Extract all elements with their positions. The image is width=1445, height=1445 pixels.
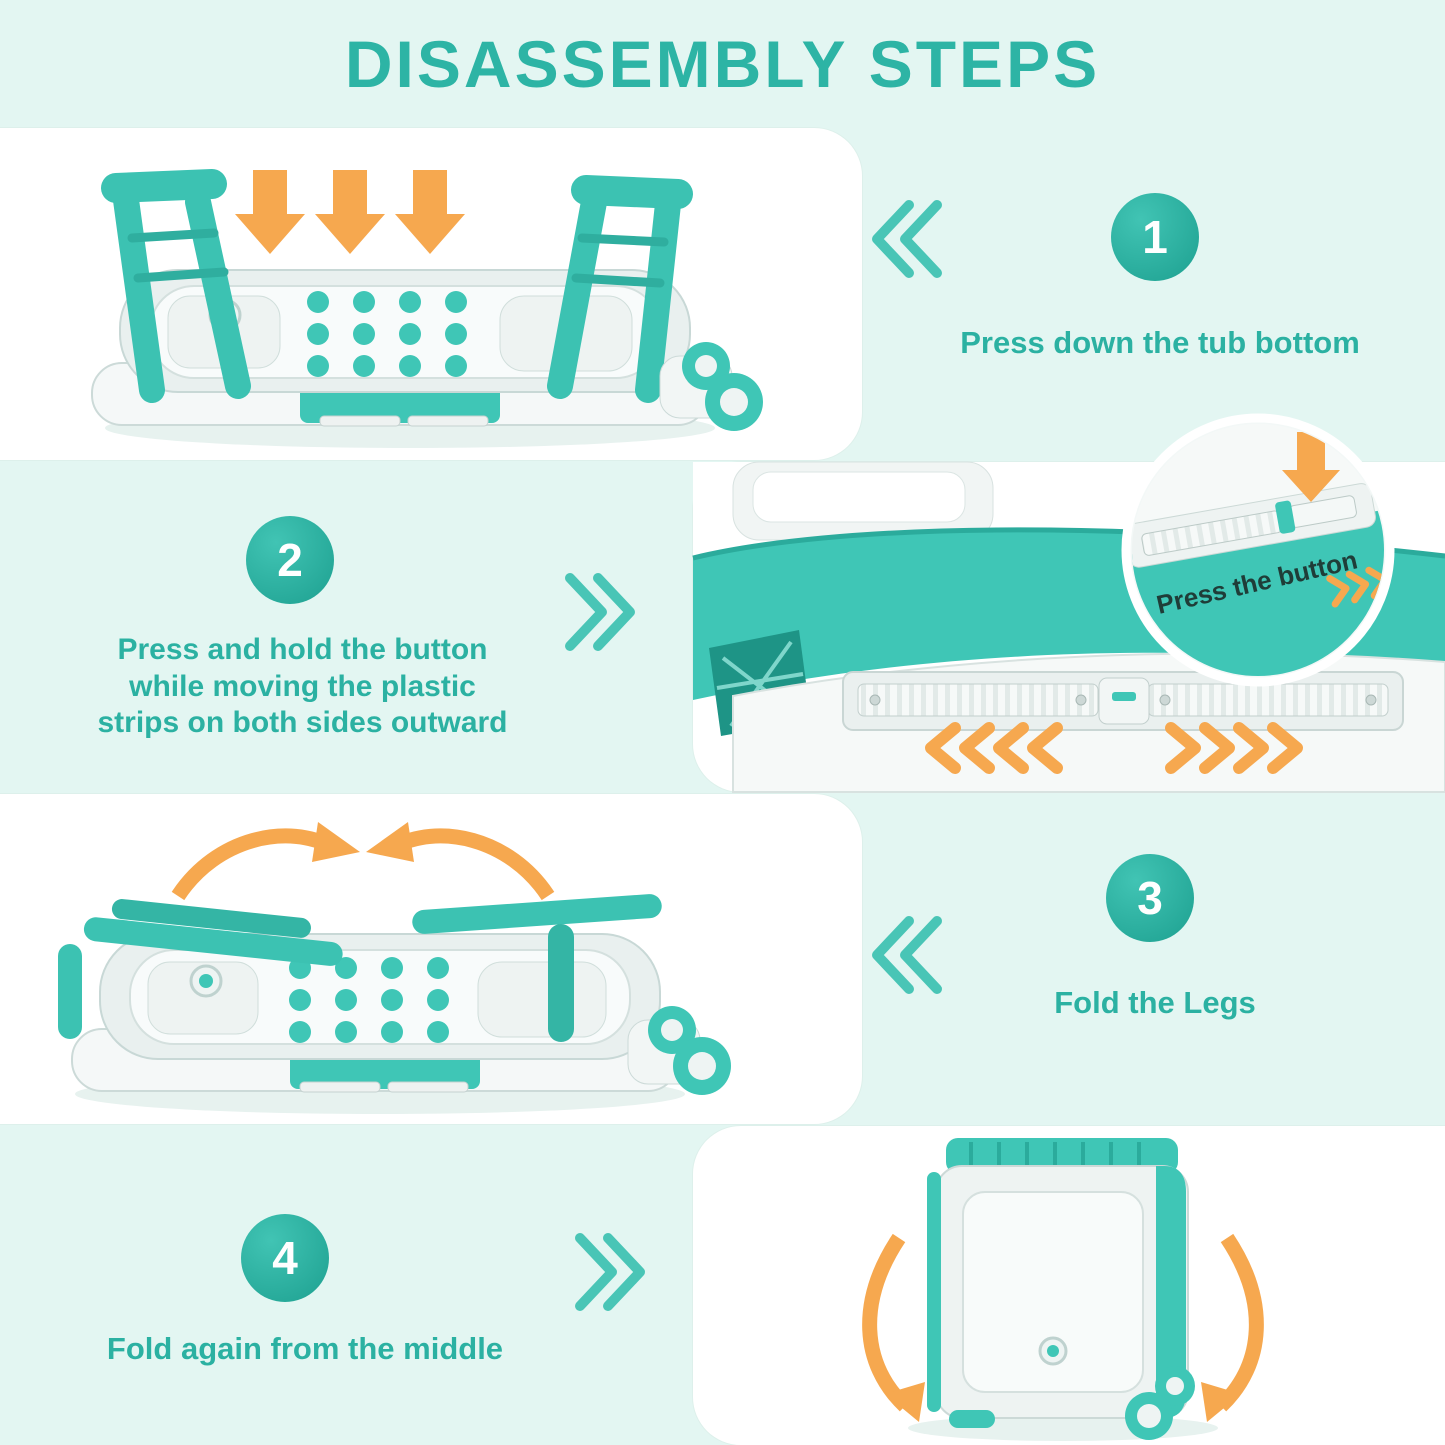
drain-plug xyxy=(189,964,223,998)
step3-illustration-panel xyxy=(0,794,862,1124)
step-1-text: Press down the tub bottom xyxy=(960,325,1360,360)
slide-right-chevrons-icon xyxy=(1165,722,1303,774)
step-2-number: 2 xyxy=(277,534,303,586)
page-title: DISASSEMBLY STEPS xyxy=(344,27,1101,101)
press-down-arrows-icon xyxy=(235,170,465,254)
left-handle xyxy=(101,169,251,403)
step-4-number: 4 xyxy=(272,1232,298,1284)
bear-face-cap xyxy=(682,342,763,431)
drain-plug xyxy=(1038,1336,1068,1366)
chevrons-right-icon xyxy=(552,562,652,662)
step-1-number: 1 xyxy=(1142,211,1168,263)
tub-fully-folded-illustration xyxy=(862,1138,1264,1441)
step-3-number: 3 xyxy=(1137,872,1163,924)
slide-left-chevrons-icon xyxy=(925,722,1063,774)
chevrons-left-icon xyxy=(855,189,955,289)
fold-down-arrows-icon xyxy=(862,1233,1264,1422)
tub-press-down-illustration xyxy=(91,169,763,448)
step-3-text: Fold the Legs xyxy=(1054,985,1256,1020)
step-2-badge: 2 xyxy=(246,516,334,604)
bear-face-cap xyxy=(648,1006,731,1095)
step1-illustration-panel xyxy=(0,128,862,460)
step-4-badge: 4 xyxy=(241,1214,329,1302)
press-button-inset: Press the button xyxy=(1121,413,1395,687)
chevrons-right-icon xyxy=(562,1222,662,1322)
folded-legs xyxy=(58,894,662,1042)
step-1-badge: 1 xyxy=(1111,193,1199,281)
bear-face-cap xyxy=(1125,1366,1195,1440)
step4-illustration-panel xyxy=(693,1126,1445,1445)
press-arrow-icon xyxy=(1282,432,1340,502)
step-3-badge: 3 xyxy=(1106,854,1194,942)
right-handle xyxy=(547,175,693,403)
step-2-text: Press and hold the button while moving t… xyxy=(97,633,508,740)
fold-arrows-icon xyxy=(171,822,555,901)
tub-legs-folded-illustration xyxy=(58,822,731,1114)
chevrons-left-icon xyxy=(855,905,955,1005)
button-closeup-illustration: Press the button xyxy=(692,413,1445,793)
slide-rail-assembly xyxy=(842,671,1404,731)
step-4-text: Fold again from the middle xyxy=(106,1331,504,1366)
suction-cups xyxy=(307,291,467,377)
step2-illustration-panel: Press the button xyxy=(692,413,1445,793)
